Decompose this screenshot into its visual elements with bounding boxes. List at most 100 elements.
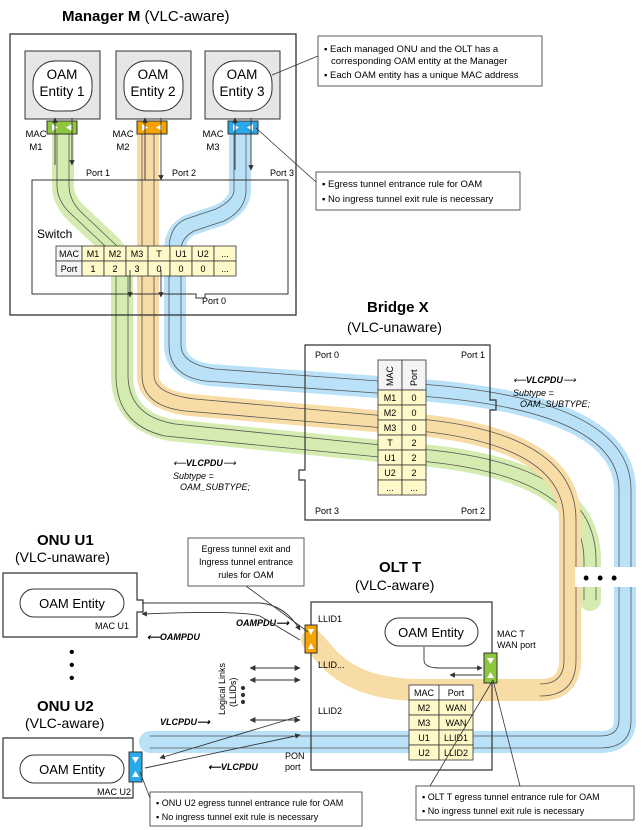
mac-port-t [483,652,498,684]
manager-title: Manager M (VLC-aware) [62,8,230,25]
svg-text:Logical Links: Logical Links [217,662,227,715]
switch-table-text: 3 [134,264,139,274]
svg-text:OAM: OAM [138,67,169,82]
switch-table-text: U1 [175,249,187,259]
svg-text:•: • [69,644,75,661]
onu2-title: ONU U2 [37,698,94,715]
bridge-table-text: 0 [411,393,416,403]
bridge-port0: Port 0 [315,350,339,360]
svg-text:MAC: MAC [112,129,133,140]
onu-ellipsis: • • • [69,644,75,687]
onu2-oam-entity[interactable]: OAM Entity [19,754,125,784]
svg-text:•: • [611,568,617,588]
olt-table-text: Port [448,688,465,698]
svg-text:M1: M1 [29,142,42,153]
svg-text:▪ Each OAM entity has a unique: ▪ Each OAM entity has a unique MAC addre… [324,70,519,81]
oam-entity-3[interactable]: OAM Entity 3 [204,50,281,120]
switch-table-cell [213,260,237,277]
switch-table-text: 2 [112,264,117,274]
bridge-table-text: U1 [384,453,396,463]
svg-text:M2: M2 [116,142,129,153]
olt-table-text: U1 [418,733,430,743]
bridge-port2: Port 2 [461,506,485,516]
svg-text:•: • [69,657,75,674]
olt-table-text: U2 [418,748,430,758]
egress-note: ▪ Egress tunnel entrance rule for OAM ▪ … [255,127,521,211]
pon-port-label: PON [285,751,305,761]
onu2-vlcpdu-out: ⟵VLCPDU [208,762,258,772]
manager-note: ▪ Each managed ONU and the OLT has a cor… [271,35,543,87]
switch-table-text: 0 [178,264,183,274]
svg-text:corresponding OAM entity at th: corresponding OAM entity at the Manager [331,56,507,67]
bridge-table-header [377,359,403,391]
olt-note: ▪ OLT T egress tunnel entrance rule for … [415,679,635,821]
bridge-table-text: 0 [411,408,416,418]
svg-text:Port 2: Port 2 [172,168,196,178]
svg-text:⟵VLCPDU⟶: ⟵VLCPDU⟶ [173,458,237,468]
svg-text:Entity 2: Entity 2 [130,84,175,99]
bridge-table-header-text: MAC [385,366,395,387]
onu2-subtitle: (VLC-aware) [25,715,104,731]
olt-table-text: WAN [446,718,467,728]
bridge-table-text: 2 [411,453,416,463]
olt-table-text: WAN [446,703,467,713]
onu2-mac: MAC U2 [97,787,131,797]
svg-text:Switch: Switch [37,227,72,241]
svg-text:(LLIDs): (LLIDs) [228,677,238,707]
svg-text:▪ Each managed ONU and the OLT: ▪ Each managed ONU and the OLT has a [324,44,499,55]
olt-wan-label: WAN port [497,640,536,650]
switch-table-text: U2 [197,249,209,259]
vlcpdu-label-left: ⟵VLCPDU⟶ Subtype = OAM_SUBTYPE; [173,458,251,492]
onu2-vlcpdu-in: VLCPDU⟶ [160,717,211,727]
bridge-subtitle: (VLC-unaware) [347,319,442,335]
olt-table-text: M3 [418,718,431,728]
manager-box [9,33,297,316]
oam-entity-2[interactable]: OAM Entity 2 [115,50,192,120]
svg-text:Port 1: Port 1 [86,168,110,178]
svg-text:Entity 1: Entity 1 [39,84,84,99]
switch-table-text: ... [221,264,229,274]
logical-links-label: Logical Links (LLIDs) [217,662,238,715]
olt-title: OLT T [379,559,421,576]
switch-table-text: T [156,249,162,259]
svg-text:OAM Entity: OAM Entity [39,762,105,777]
onu1-oam-entity[interactable]: OAM Entity [19,588,125,618]
bridge-table-text: M3 [384,423,397,433]
llid-links [240,665,301,723]
bridge-table-text: 2 [411,468,416,478]
mac-port-m1: MAC M1 [25,120,78,153]
svg-text:Port 0: Port 0 [202,296,226,306]
oam-entity-1[interactable]: OAM Entity 1 [24,50,101,120]
switch-table-text: Port [61,264,78,274]
olt-table-text: MAC [414,688,435,698]
llid1-port [304,624,318,654]
switch-table-text: 0 [200,264,205,274]
llid-dots-label: LLID... [318,660,345,670]
olt-table-text: M2 [418,703,431,713]
olt-oam-entity[interactable]: OAM Entity [384,617,479,647]
olt-mac-label: MAC T [497,629,525,639]
vlcpdu-label-right: ⟵VLCPDU⟶ Subtype = OAM_SUBTYPE; [513,375,591,409]
switch-table-text: ... [221,249,229,259]
olt-box [310,601,493,771]
olt-exit-note: Egress tunnel exit and Ingress tunnel en… [187,537,309,633]
tunnel-ellipsis: • • • [575,567,641,588]
svg-text:▪ No ingress tunnel exit rule: ▪ No ingress tunnel exit rule is necessa… [422,806,585,816]
svg-text:Egress tunnel exit and: Egress tunnel exit and [201,544,290,554]
mac-port-m3: MAC M3 [202,120,259,153]
svg-text:Ingress tunnel entrance: Ingress tunnel entrance [199,557,293,567]
bridge-title: Bridge X [367,299,429,316]
mac-port-u2 [128,751,143,783]
switch-table-text: M3 [131,249,144,259]
svg-text:▪ Egress tunnel entrance rule: ▪ Egress tunnel entrance rule for OAM [322,179,482,190]
onu1-title: ONU U1 [37,532,94,549]
tunnel-blue [139,121,636,753]
switch-table-text: 0 [156,264,161,274]
svg-text:M3: M3 [206,142,219,153]
bridge-box [298,344,497,521]
tunnel-orange [137,121,581,701]
svg-text:Subtype =: Subtype = [513,388,554,398]
